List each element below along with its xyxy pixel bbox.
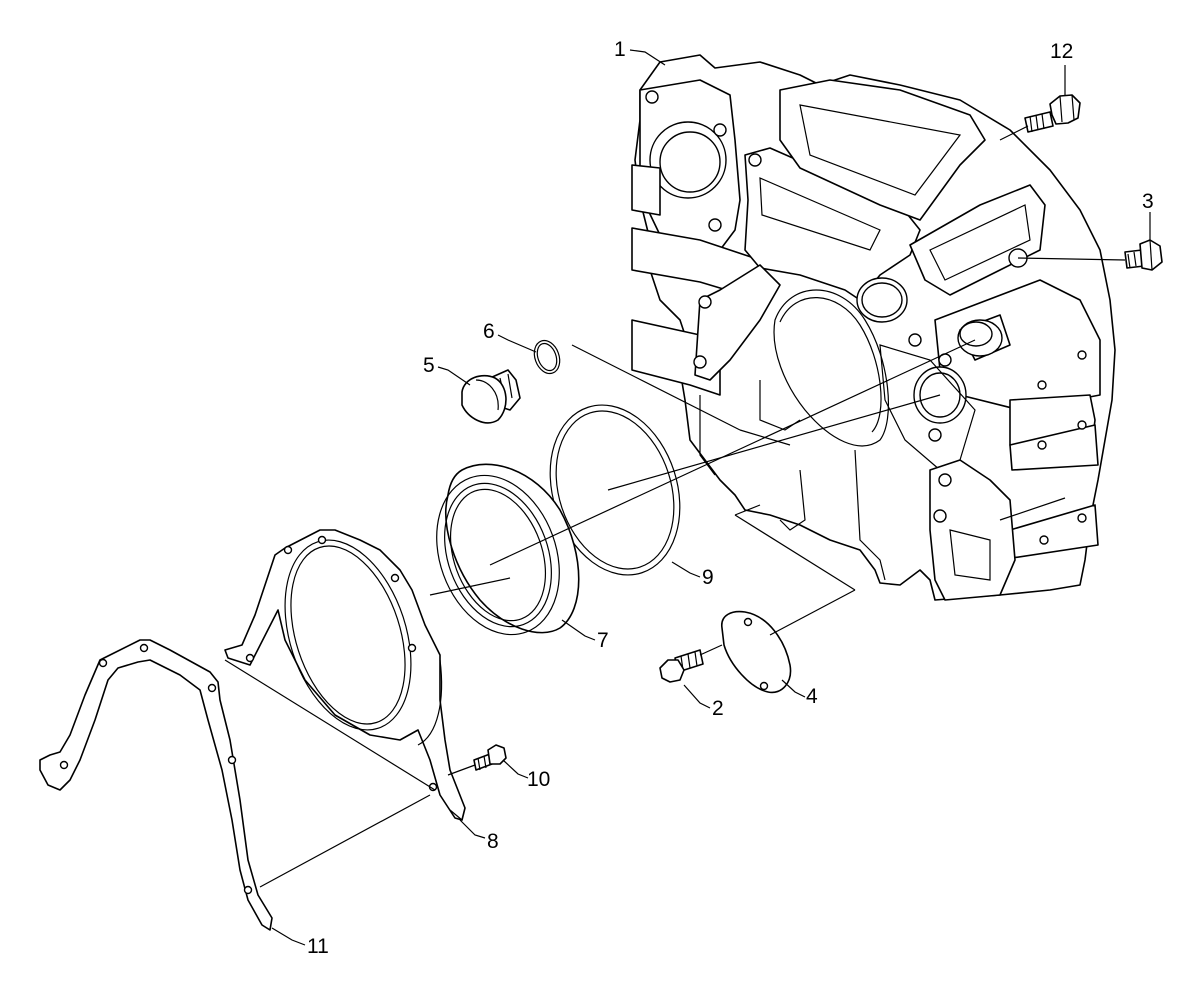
callout-11: 11 xyxy=(307,935,329,958)
callout-7: 7 xyxy=(597,629,609,652)
o-ring-6[interactable] xyxy=(530,337,564,377)
callout-6: 6 xyxy=(483,320,495,343)
callout-1: 1 xyxy=(614,38,626,61)
callout-4: 4 xyxy=(806,685,818,708)
seal-retainer-8[interactable] xyxy=(224,524,466,821)
callout-9: 9 xyxy=(702,566,714,589)
plug-5[interactable] xyxy=(461,369,521,424)
callout-labels: 1 12 3 6 5 9 7 2 4 10 8 11 xyxy=(307,38,1154,958)
bolt-10[interactable] xyxy=(473,744,507,771)
assembly-lines xyxy=(224,125,1126,888)
callout-leaders xyxy=(271,49,1151,946)
cover-plate-4[interactable] xyxy=(721,610,792,694)
callout-3: 3 xyxy=(1142,190,1154,213)
bolt-12[interactable] xyxy=(1024,94,1081,133)
plug-3[interactable] xyxy=(1124,239,1163,271)
callout-8: 8 xyxy=(487,830,499,853)
callout-5: 5 xyxy=(423,354,435,377)
oil-seal-7[interactable] xyxy=(415,458,580,652)
callout-12: 12 xyxy=(1050,40,1073,63)
bolt-2[interactable] xyxy=(659,649,704,683)
callout-10: 10 xyxy=(527,768,550,791)
gasket-11[interactable] xyxy=(39,639,273,931)
flywheel-housing[interactable] xyxy=(631,54,1116,601)
callout-2: 2 xyxy=(712,697,724,720)
